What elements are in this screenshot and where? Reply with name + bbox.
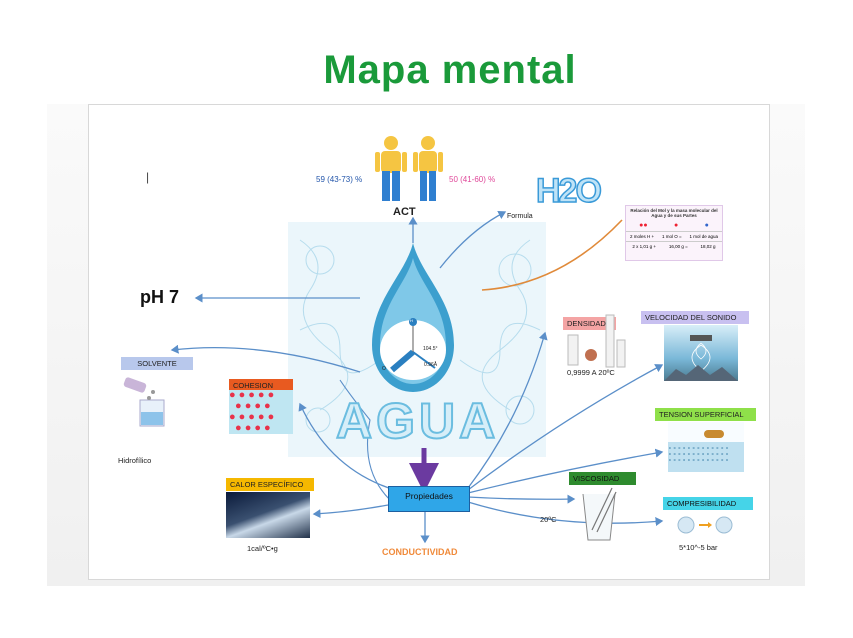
act-female-percent: 50 (41-60) % [449,175,496,184]
tension-image: ∘∘∘∘∘∘∘∘∘∘∘∘∘∘∘∘∘∘∘∘∘∘∘∘∘∘∘∘∘∘∘∘∘∘∘∘∘∘∘ [668,422,744,472]
mol-table-row: 2 x 1,01 g + 16,00 g = 18,02 g [626,241,722,249]
bond-angle: 104.5° [423,346,438,352]
mol-table-title: Relación del Mol y la masa molecular del… [630,208,718,218]
densidad-tag: DENSIDAD [563,317,616,330]
atom-o: O [382,366,386,372]
compresibilidad-tag: COMPRESIBILIDAD [663,497,753,510]
cursor-mark: | [146,170,150,184]
mol-cell: 1 mol O = [661,234,682,239]
conductividad-label: CONDUCTIVIDAD [382,547,458,557]
velocidad-image [664,325,738,381]
compresibilidad-caption: 5*10^-5 bar [679,543,718,552]
calor-image [226,492,310,538]
h2o-formula: H2O [535,171,602,211]
mol-cell: 2 moles H + [629,234,655,239]
mol-cell: 18,02 g [700,244,716,249]
viscosidad-caption: 20ºC [540,515,557,524]
mol-table: Relación del Mol y la masa molecular del… [625,205,723,261]
mol-cell: 2 x 1,01 g + [632,244,657,249]
bond-distance: 0.96Å [424,362,438,368]
cohesion-image: ●●●●● ●●●●●●●●● ●●●● [229,390,293,434]
propiedades-box: Propiedades [388,486,470,512]
ph-value: pH 7 [140,287,180,307]
mol-cell: 1 mol de agua [689,234,719,239]
mol-table-icons: ●●●● [639,222,709,229]
propiedades-label: Propiedades [405,491,453,501]
solvente-tag: SOLVENTE [121,357,193,370]
tension-tag: TENSION SUPERFICIAL [655,408,756,421]
act-male-percent: 59 (43-73) % [316,175,363,184]
mol-table-row: 2 moles H + 1 mol O = 1 mol de agua [626,231,722,239]
page-title: Mapa mental [323,48,577,92]
cohesion-tag: COHESION [229,379,293,392]
densidad-caption: 0,9999 A 20ºC [567,368,615,377]
formula-label: Formula [507,213,533,220]
viscosidad-tag: VISCOSIDAD [569,472,636,485]
mol-cell: 16,00 g = [668,244,688,249]
atom-h: H [410,318,413,323]
calor-caption: 1cal/ºC•g [247,544,278,553]
agua-word: AGUA [335,392,500,450]
calor-tag: CALOR ESPECÍFICO [226,478,314,491]
act-label: ACT [393,206,416,218]
solvente-caption: Hidrofílico [118,456,152,465]
velocidad-tag: VELOCIDAD DEL SONIDO [641,311,749,324]
